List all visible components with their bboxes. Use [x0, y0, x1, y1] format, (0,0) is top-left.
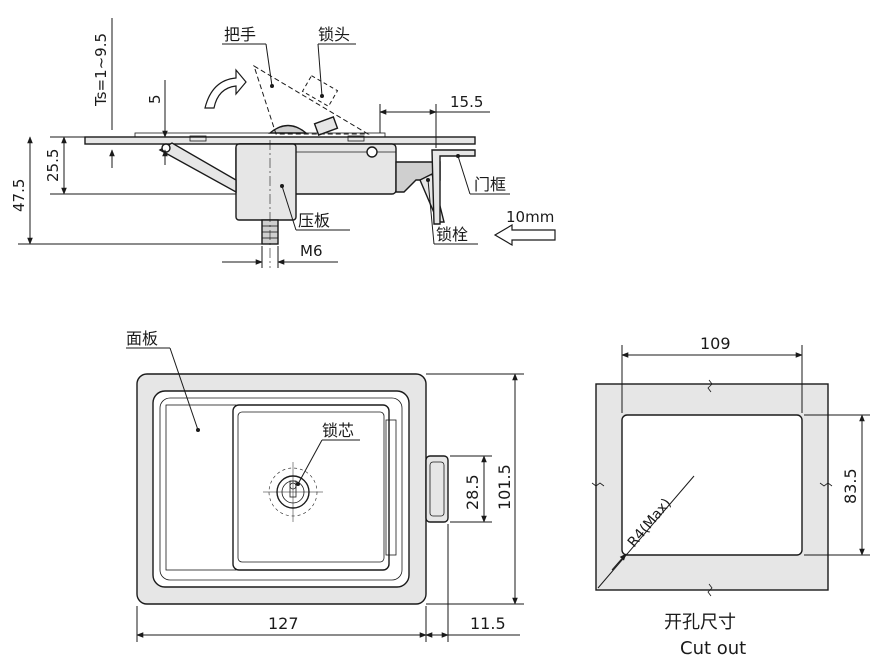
cutout-view: 109 83.5 R4(Max) 开孔尺寸 Cut out: [591, 334, 870, 659]
handle-lifted: [253, 64, 370, 135]
dim-m6: M6: [300, 242, 323, 260]
caption-cutout-en: Cut out: [680, 638, 746, 659]
label-bolt: 锁栓: [436, 225, 468, 244]
label-panel: 面板: [126, 329, 158, 348]
label-lock-core: 锁芯: [322, 421, 354, 440]
dim-5: 5: [146, 94, 164, 104]
dim-101-5: 101.5: [495, 464, 514, 510]
label-pressure-plate: 压板: [298, 211, 330, 230]
lock-head-side: [268, 124, 308, 134]
dim-127: 127: [268, 614, 299, 633]
cutout-hole: [621, 414, 803, 556]
door-frame: [431, 149, 476, 225]
dim-15-5: 15.5: [450, 93, 483, 111]
dim-109: 109: [700, 334, 731, 353]
label-handle: 把手: [224, 25, 256, 44]
dim-47-5: 47.5: [10, 179, 28, 212]
dim-25-5: 25.5: [44, 149, 62, 182]
dim-11-5: 11.5: [470, 614, 506, 633]
dim-28-5: 28.5: [463, 474, 482, 510]
stroke-arrow: [493, 223, 556, 247]
label-lock-head: 锁头: [318, 25, 350, 44]
panel-plate-side: [84, 136, 476, 145]
bolt-front: [425, 455, 449, 523]
handle-front: [232, 404, 390, 571]
label-door-frame: 门框: [474, 175, 506, 194]
front-view: 面板 锁芯 127 11.5 101.5 28.5: [126, 329, 524, 642]
dim-ts: Ts=1~9.5: [92, 33, 110, 107]
label-stroke: 10mm: [506, 208, 554, 226]
side-view: Ts=1~9.5 5 15.5 25.5 47.5 M6 把手: [10, 18, 556, 268]
dim-83-5: 83.5: [841, 468, 860, 504]
rotate-arrow: [204, 68, 247, 109]
caption-cutout-cn: 开孔尺寸: [664, 612, 736, 633]
pressure-plate-arm: [158, 142, 237, 194]
